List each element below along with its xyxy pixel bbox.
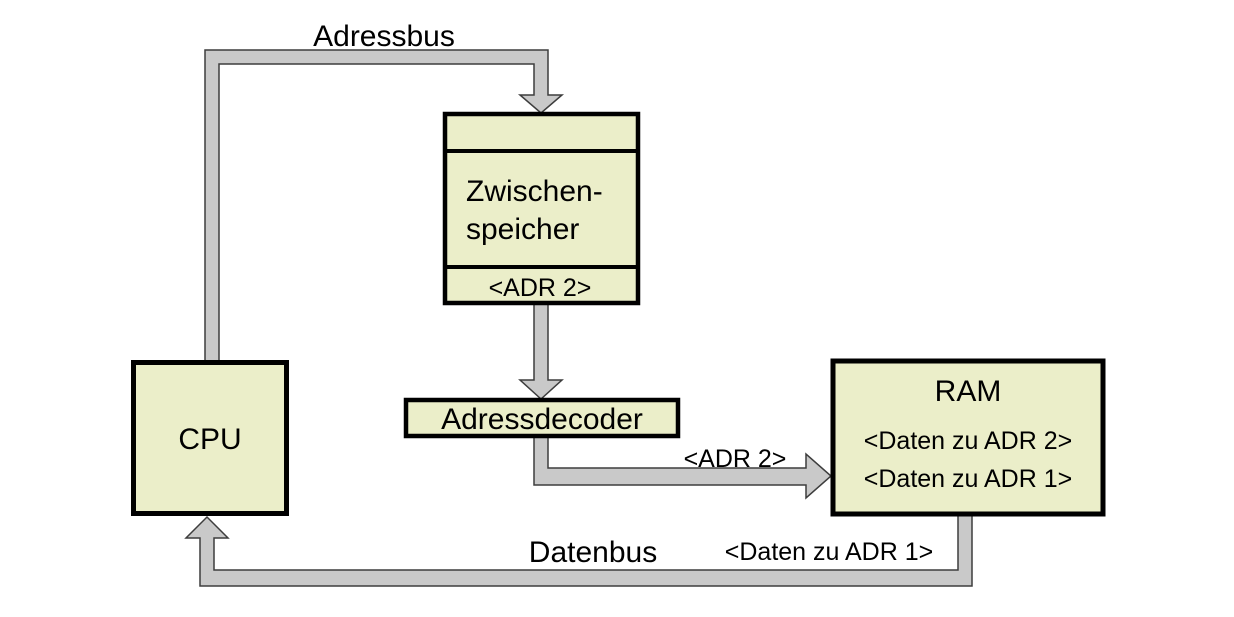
- datenbus-pipe-arrow: [184, 513, 973, 587]
- ram-label: RAM: [935, 375, 1002, 408]
- adressdecoder-label: Adressdecoder: [441, 403, 643, 436]
- datenbus-label: Datenbus: [529, 536, 657, 569]
- adressdecoder-box: [403, 397, 681, 439]
- adr2-bus-label: <ADR 2>: [684, 445, 787, 473]
- adressdecoder-to-ram-arrow: [533, 435, 833, 500]
- daten-zu-adr1-bus-label: <Daten zu ADR 1>: [725, 538, 933, 566]
- zwischenspeicher-slot-adr2: <ADR 2>: [489, 274, 592, 302]
- zwischenspeicher-to-adressdecoder-arrow: [518, 302, 564, 401]
- ram-box: [830, 358, 1106, 517]
- ram-row-daten-zu-adr1: <Daten zu ADR 1>: [864, 465, 1072, 493]
- zwischenspeicher-label-line1: Zwischen-: [466, 175, 603, 208]
- adressbus-label: Adressbus: [313, 20, 455, 53]
- zwischenspeicher-box: [442, 111, 641, 306]
- cpu-label: CPU: [178, 423, 241, 456]
- cpu-box: [131, 360, 289, 516]
- zwischenspeicher-label-line2: speicher: [466, 213, 579, 246]
- adressbus-pipe-arrow: [204, 49, 565, 363]
- ram-row-daten-zu-adr2: <Daten zu ADR 2>: [864, 427, 1072, 455]
